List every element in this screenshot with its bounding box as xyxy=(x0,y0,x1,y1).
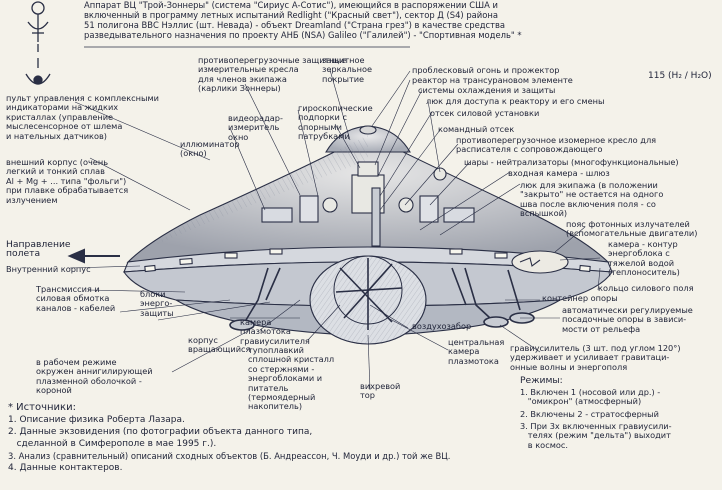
label-mirror-coating: защитное зеркальное покрытие xyxy=(322,55,373,84)
label-photon-emitters: пояс фотонных излучателей (вспомогательн… xyxy=(566,219,698,239)
label-flight-direction: Направление полета xyxy=(6,239,71,260)
label-crew-seats: противоперегрузочные защитные измеритель… xyxy=(198,55,347,94)
label-energy-chamber: камера - контур энергоблока с тяжелой во… xyxy=(608,239,680,278)
label-landing-legs: автоматически регулируемые посадочные оп… xyxy=(562,305,693,334)
label-video-radar: видеорадар- измеритель окно xyxy=(228,113,283,142)
label-cooling: системы охлаждения и защиты xyxy=(418,85,556,95)
label-neutralizer-spheres: шары - нейтрализаторы (многофункциональн… xyxy=(464,157,679,167)
label-gravity-plasma-chamber: камера плазмотока гравиусилителя xyxy=(240,317,310,346)
label-force-ring: кольцо силового поля xyxy=(598,283,694,293)
label-central-plasma-chamber: центральная камера плазмотока xyxy=(448,337,505,366)
label-porthole: иллюминатор (окно) xyxy=(180,139,240,159)
label-gravity-amplifier: гравиусилитель (3 шт. под углом 120°) уд… xyxy=(510,343,681,372)
label-plasma-corona: в рабочем режиме окружен аннигилирующей … xyxy=(36,357,153,396)
label-isomer-seat: противоперегрузочное изомерное кресло дл… xyxy=(456,135,657,155)
flight-direction-arrow-icon xyxy=(67,248,120,264)
saucer-body xyxy=(123,125,613,345)
label-air-intake: воздухозабор xyxy=(412,321,472,331)
label-command-bay: командный отсек xyxy=(438,124,515,134)
header-line: 51 полигона ВВС Нэллис (шт. Невада) - об… xyxy=(84,20,506,30)
label-reactor-hatch: люк для доступа к реактору и его смены xyxy=(426,96,605,106)
label-rotating-hull: корпус вращающийся xyxy=(188,335,251,355)
label-outer-hull: внешний корпус (очень легкий и тонкий сп… xyxy=(6,157,129,205)
label-transmission: Трансмиссия и силовая обмотка каналов - … xyxy=(36,284,116,313)
formula-label: 115 (H₂ / H₂O) xyxy=(648,71,712,81)
source-item: 3. Анализ (сравнительный) описаний сходн… xyxy=(8,451,451,461)
label-power-bay: отсек силовой установки xyxy=(430,108,540,118)
label-vortex-torus: вихревой тор xyxy=(360,381,401,401)
source-item: 4. Данные контактеров. xyxy=(8,463,123,473)
sources-title: * Источники: xyxy=(8,402,76,413)
source-item: 2. Данные экзовидения (по фотографии объ… xyxy=(8,427,313,437)
header-line: включенный в программу летных испытаний … xyxy=(84,10,498,20)
header-line: разведывательного назначения по проекту … xyxy=(84,30,522,40)
label-gyro-supports: гироскопические подпорки с опорными патр… xyxy=(298,103,373,142)
label-reactor: реактор на трансурановом элементе xyxy=(412,75,573,85)
leader-lines xyxy=(69,69,601,391)
label-mode-1: 1. Включен 1 (носовой или др.) - "омикро… xyxy=(520,387,661,407)
drop-symbol-icon xyxy=(25,58,51,85)
label-protection-blocks: блоки энерго- защиты xyxy=(140,289,174,318)
label-crystal-core: тупоплавкий сплошной кристалл со стержня… xyxy=(248,345,335,412)
label-crew-hatch: люк для экипажа (в положении "закрыто" н… xyxy=(520,180,664,219)
header-text: Аппарат ВЦ "Трой-Зоннеры" (система "Сири… xyxy=(84,0,522,40)
label-control-panel: пульт управления с комплексными индикато… xyxy=(6,93,159,141)
label-inner-hull: Внутренний корпус xyxy=(6,264,91,274)
label-mode-3: 3. При 3х включенных гравиусили- телях (… xyxy=(520,421,672,450)
label-modes-title: Режимы: xyxy=(520,375,563,386)
sources-block: * Источники: 1. Описание физика Роберта … xyxy=(8,402,450,474)
label-support-container: контейнер опоры xyxy=(542,293,618,303)
ankh-symbol-icon xyxy=(27,1,49,52)
label-beacon: проблесковый огонь и прожектор xyxy=(412,65,560,75)
label-airlock: входная камера - шлюз xyxy=(508,168,610,178)
header-line: Аппарат ВЦ "Трой-Зоннеры" (система "Сири… xyxy=(84,0,498,10)
source-item: сделанной в Симферополе в мае 1995 г.). xyxy=(8,439,217,449)
label-mode-2: 2. Включены 2 - стратосферный xyxy=(520,409,659,419)
source-item: 1. Описание физика Роберта Лазара. xyxy=(8,415,185,425)
